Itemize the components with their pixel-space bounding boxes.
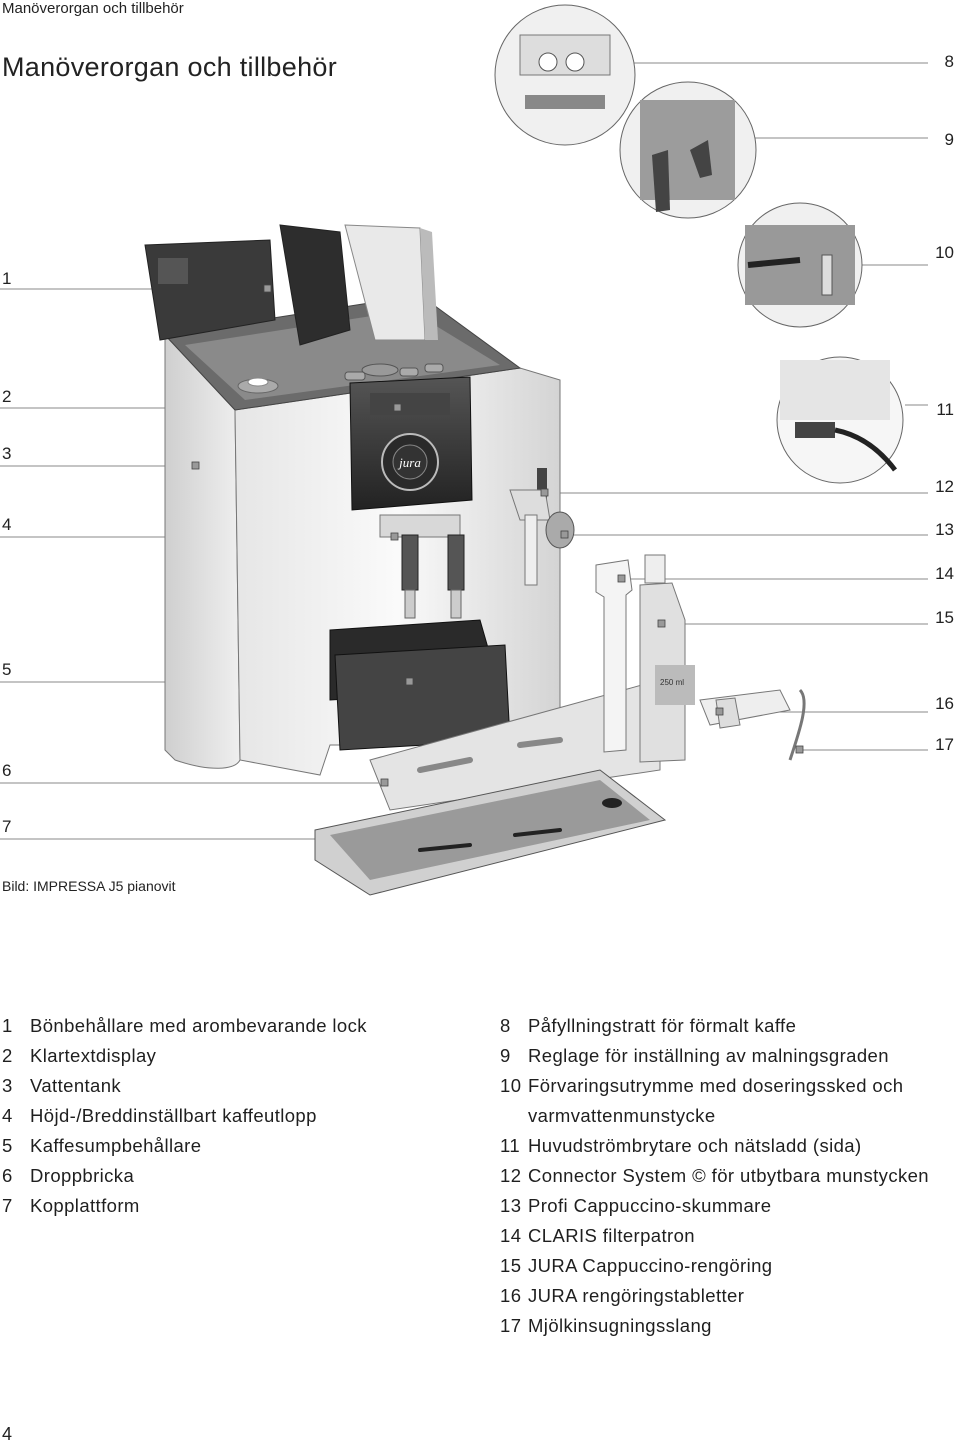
legend-number: 15 [500, 1255, 522, 1276]
legend-number: 12 [500, 1165, 522, 1186]
legend-number: 4 [2, 1105, 13, 1126]
coffee-machine-illustration: jura 250 ml [0, 4, 928, 896]
legend-item: 8 Påfyllningstratt för förmalt kaffe [500, 1011, 955, 1041]
page-number: 4 [2, 1424, 13, 1444]
legend-number: 5 [2, 1135, 13, 1156]
legend-item: 2 Klartextdisplay [2, 1041, 472, 1071]
legend-item: 16 JURA rengöringstabletter [500, 1281, 955, 1311]
accessories: 250 ml [595, 554, 806, 763]
bottle-label: 250 ml [660, 678, 684, 687]
detail-circles [494, 4, 904, 484]
page-title: Manöverorgan och tillbehör [2, 52, 337, 82]
legend-item: 12 Connector System © för utbytbara munst… [500, 1161, 955, 1191]
legend-text: Klartextdisplay [30, 1045, 157, 1066]
legend-number: 1 [2, 1015, 13, 1036]
legend-number: 7 [2, 1195, 13, 1216]
callout-12: 12 [935, 477, 954, 496]
figure-caption: Bild: IMPRESSA J5 pianovit [2, 878, 176, 894]
legend-number: 11 [500, 1135, 521, 1156]
callout-3: 3 [2, 444, 12, 463]
machine-body: jura [144, 224, 667, 896]
legend-number: 2 [2, 1045, 13, 1066]
callout-8: 8 [944, 52, 954, 71]
legend-text: Huvudströmbrytare och nätsladd (sida) [528, 1135, 862, 1156]
callout-6: 6 [2, 761, 12, 780]
legend-number: 6 [2, 1165, 13, 1186]
callout-14: 14 [935, 564, 954, 583]
legend-item: 6 Droppbricka [2, 1161, 472, 1191]
legend-number: 10 [500, 1075, 522, 1096]
legend-text: Connector System © för utbytbara munstyc… [528, 1165, 929, 1186]
legend-text: JURA rengöringstabletter [528, 1285, 745, 1306]
legend-text: Vattentank [30, 1075, 122, 1096]
legend-text: Reglage för inställning av malningsgrade… [528, 1045, 889, 1066]
running-header: Manöverorgan och tillbehör [2, 0, 184, 17]
legend-text: Bönbehållare med arombevarande lock [30, 1015, 367, 1036]
legend-number: 17 [500, 1315, 522, 1336]
legend-item: 13 Profi Cappuccino-skummare [500, 1191, 955, 1221]
legend-item: 4 Höjd-/Breddinställbart kaffeutlopp [2, 1101, 472, 1131]
callout-4: 4 [2, 515, 12, 534]
legend-text: Kopplattform [30, 1195, 140, 1216]
legend-number: 8 [500, 1015, 511, 1036]
legend-text: CLARIS filterpatron [528, 1225, 695, 1246]
legend-text: Droppbricka [30, 1165, 135, 1186]
legend-item: 1 Bönbehållare med arombevarande lock [2, 1011, 472, 1041]
legend-text: Profi Cappuccino-skummare [528, 1195, 772, 1216]
legend-number: 14 [500, 1225, 522, 1246]
legend-item: 9 Reglage för inställning av malningsgrad… [500, 1041, 955, 1071]
legend-item: 17 Mjölkinsugningsslang [500, 1311, 955, 1341]
legend-item: 7 Kopplattform [2, 1191, 472, 1221]
callout-7: 7 [2, 817, 12, 836]
legend-number: 13 [500, 1195, 522, 1216]
legend-item: 15 JURA Cappuccino-rengöring [500, 1251, 955, 1281]
legend-item: 5 Kaffesumpbehållare [2, 1131, 472, 1161]
callout-17: 17 [935, 735, 954, 754]
legend-item: 10 Förvaringsutrymme med doseringssked oc… [500, 1071, 955, 1131]
jura-logo: jura [397, 455, 421, 470]
callout-13: 13 [935, 520, 954, 539]
legend-right: 8 Påfyllningstratt för förmalt kaffe 9 Reg… [500, 1011, 955, 1341]
legend-number: 3 [2, 1075, 13, 1096]
legend-number: 16 [500, 1285, 522, 1306]
callout-9: 9 [944, 130, 954, 149]
callout-11: 11 [936, 400, 954, 419]
legend-item: 11 Huvudströmbrytare och nätsladd (sida) [500, 1131, 955, 1161]
legend-item: 14 CLARIS filterpatron [500, 1221, 955, 1251]
callout-5: 5 [2, 660, 12, 679]
callout-1: 1 [2, 269, 12, 288]
callout-2: 2 [2, 387, 12, 406]
legend-text: Höjd-/Breddinställbart kaffeutlopp [30, 1105, 317, 1126]
legend-item: 3 Vattentank [2, 1071, 472, 1101]
legend-left: 1 Bönbehållare med arombevarande lock 2 Kl… [2, 1011, 472, 1221]
legend-text: Kaffesumpbehållare [30, 1135, 202, 1156]
legend-text: Påfyllningstratt för förmalt kaffe [528, 1015, 797, 1036]
legend-text: Förvaringsutrymme med doseringssked och … [528, 1075, 904, 1126]
legend-text: Mjölkinsugningsslang [528, 1315, 712, 1336]
legend-number: 9 [500, 1045, 511, 1066]
callout-15: 15 [935, 608, 954, 627]
legend-text: JURA Cappuccino-rengöring [528, 1255, 773, 1276]
callout-16: 16 [935, 694, 954, 713]
callout-10: 10 [935, 243, 954, 262]
